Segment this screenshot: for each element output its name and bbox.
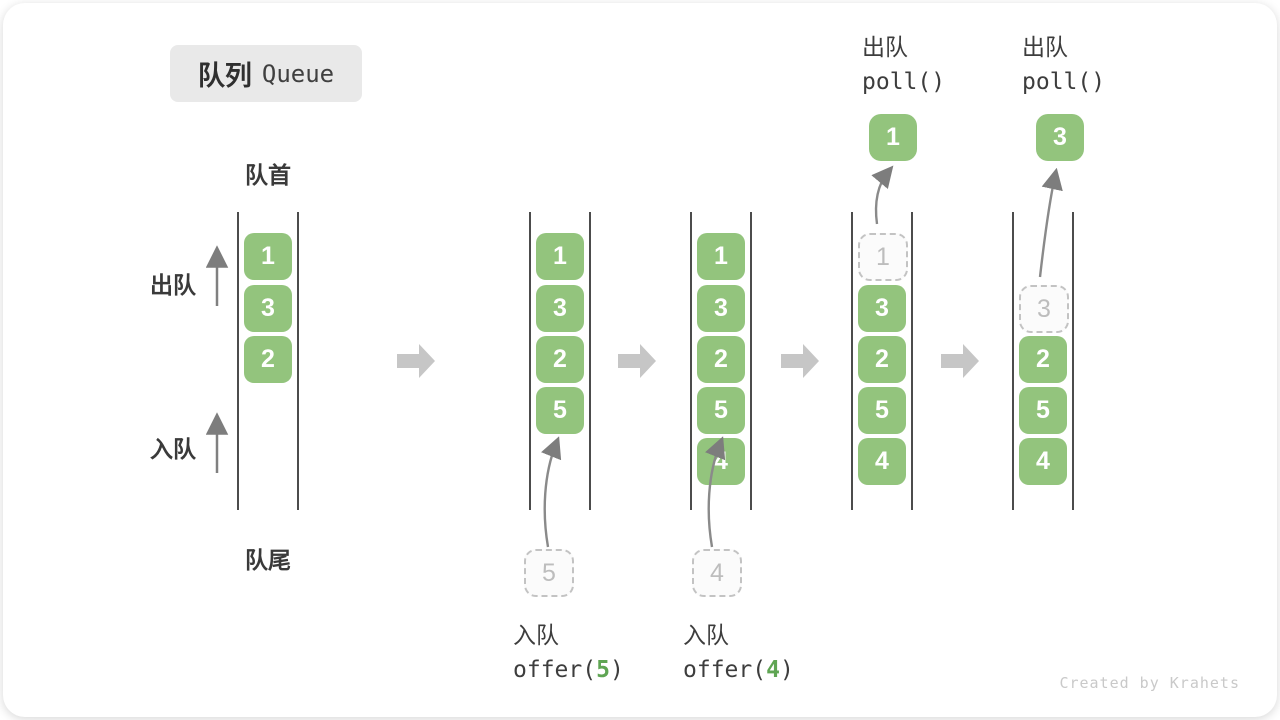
queue-cell: 3 [697,285,745,332]
poll1-operation: 出队 poll() [862,30,945,100]
queue-cell: 5 [858,387,906,434]
poll2-operation: 出队 poll() [1022,30,1105,100]
popped-cell-1: 1 [869,114,917,161]
queue-cell: 4 [858,438,906,485]
watermark: Created by Krahets [1059,674,1240,692]
popped-cell-3: 3 [1036,114,1084,161]
staging-cell-4: 4 [692,549,742,597]
enqueue4-label: 入队 [683,622,729,648]
queue-cell: 5 [1019,387,1067,434]
queue-cell: 1 [697,233,745,280]
dequeue-label: 出队 [150,272,196,298]
code-text: offer( [513,657,597,683]
queue-column-3: 1 3 2 5 4 [690,212,752,510]
removed-cell: 1 [858,233,908,281]
queue-cell: 1 [244,233,292,280]
queue-cell: 4 [697,438,745,485]
title-chinese: 队列 [197,61,252,91]
queue-cell: 3 [244,285,292,332]
enqueue5-operation: 入队 offer(5) [513,618,624,688]
title-english: Queue [261,59,335,88]
title-badge: 队列 Queue [170,45,362,102]
enqueue5-code: offer(5) [513,653,624,688]
queue-column-1: 1 3 2 [237,212,299,510]
queue-cell: 5 [536,387,584,434]
queue-column-2: 1 3 2 5 [529,212,591,510]
code-arg: 5 [596,657,610,683]
queue-cell: 2 [536,336,584,383]
queue-cell: 2 [1019,336,1067,383]
removed-cell: 3 [1019,285,1069,333]
enqueue4-code: offer(4) [683,653,794,688]
queue-front-label: 队首 [245,162,291,188]
queue-rear-label: 队尾 [245,547,291,573]
enqueue-label: 入队 [150,436,196,462]
queue-column-5: 3 2 5 4 [1012,212,1074,510]
staging-cell-5: 5 [524,549,574,597]
queue-cell: 5 [697,387,745,434]
queue-cell: 2 [697,336,745,383]
queue-cell: 4 [1019,438,1067,485]
diagram-card [3,3,1277,717]
poll1-label: 出队 [862,34,908,60]
queue-cell: 2 [244,336,292,383]
queue-cell: 3 [858,285,906,332]
queue-column-4: 1 3 2 5 4 [851,212,913,510]
queue-cell: 3 [536,285,584,332]
queue-cell: 1 [536,233,584,280]
queue-cell: 2 [858,336,906,383]
poll1-code: poll() [862,69,946,95]
poll2-code: poll() [1022,69,1106,95]
code-text: ) [609,657,624,683]
poll2-label: 出队 [1022,34,1068,60]
enqueue4-operation: 入队 offer(4) [683,618,794,688]
code-arg: 4 [766,657,780,683]
code-text: offer( [683,657,767,683]
code-text: ) [779,657,794,683]
enqueue5-label: 入队 [513,622,559,648]
